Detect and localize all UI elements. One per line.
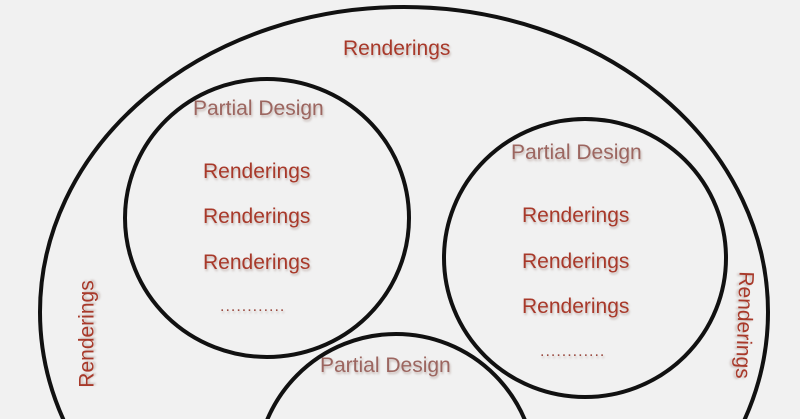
outer-renderings-ellipse bbox=[38, 5, 770, 419]
partial-design-title-right: Partial Design bbox=[511, 141, 642, 164]
rendering-item: Renderings bbox=[203, 205, 311, 228]
partial-design-title-bottom: Partial Design bbox=[320, 354, 451, 377]
outer-label-left: Renderings bbox=[75, 280, 99, 388]
ellipsis-more: ............ bbox=[220, 298, 286, 315]
rendering-item: Renderings bbox=[203, 160, 311, 183]
rendering-item: Renderings bbox=[522, 250, 630, 273]
partial-design-circle-right bbox=[442, 117, 728, 399]
outer-label-right: Renderings bbox=[730, 270, 758, 380]
rendering-item: Renderings bbox=[522, 295, 630, 318]
partial-design-circle-left bbox=[123, 77, 411, 359]
rendering-item: Renderings bbox=[203, 251, 311, 274]
partial-design-circle-bottom bbox=[265, 332, 527, 419]
rendering-item: Renderings bbox=[522, 204, 630, 227]
outer-label-top: Renderings bbox=[343, 37, 451, 60]
ellipsis-more: ............ bbox=[540, 343, 606, 360]
partial-design-title-left: Partial Design bbox=[193, 97, 324, 120]
